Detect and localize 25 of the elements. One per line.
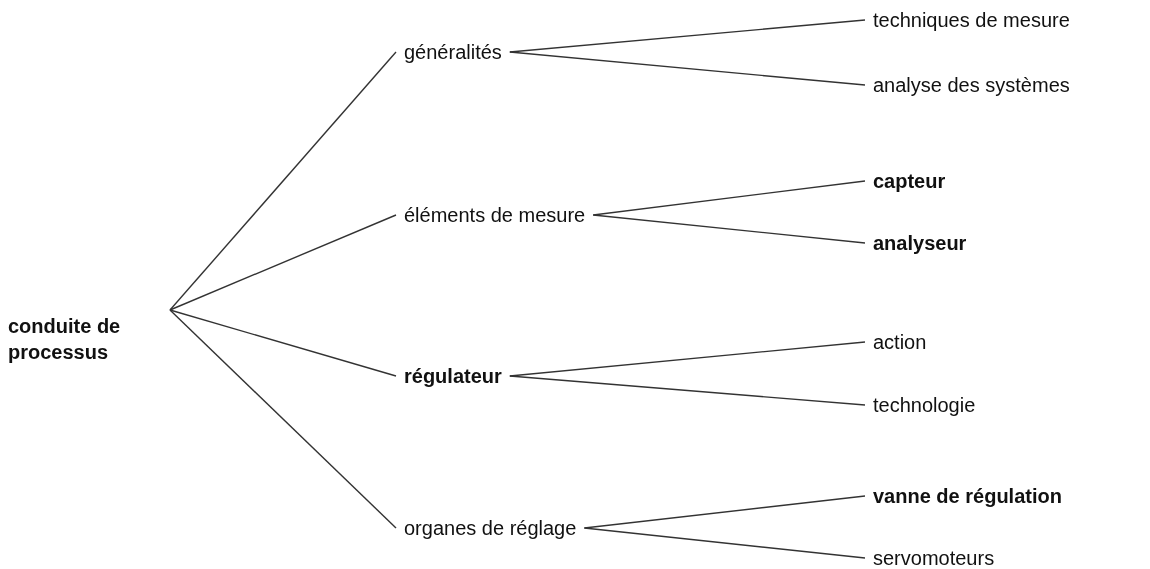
connector-line: [592, 180, 866, 216]
node-label: servomoteurs: [873, 546, 995, 569]
connector-line: [509, 19, 866, 53]
node-label: action: [873, 330, 927, 355]
connector-line: [583, 495, 866, 529]
connector-line: [592, 214, 866, 244]
node-label: technologie: [873, 393, 976, 418]
node-label: techniques de mesure: [873, 8, 1070, 33]
node-label: organes de réglage: [404, 516, 577, 541]
node-label: généralités: [404, 40, 502, 65]
connector-line: [169, 309, 397, 529]
node-label: capteur: [873, 169, 946, 194]
connector-line: [509, 51, 866, 86]
connector-line: [509, 375, 866, 406]
node-label: vanne de régulation: [873, 484, 1062, 509]
node-label: analyseur: [873, 231, 967, 256]
connector-line: [509, 341, 866, 377]
connector-line: [169, 51, 397, 311]
connector-line: [169, 214, 397, 311]
connector-line: [583, 527, 866, 559]
node-label: éléments de mesure: [404, 203, 586, 228]
node-label: conduite de processus: [8, 314, 122, 365]
node-label: analyse des systèmes: [873, 73, 1070, 98]
node-label: régulateur: [404, 364, 502, 389]
connector-line: [169, 309, 397, 377]
